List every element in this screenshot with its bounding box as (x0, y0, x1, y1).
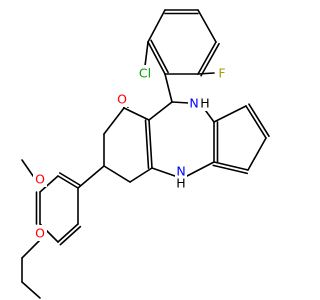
bond-enone-4 (103, 165, 131, 183)
bond-layer (21, 9, 270, 299)
bond-benzo-2-second (248, 103, 270, 137)
bond-aryl-5-second (59, 225, 82, 246)
bond-ch-to-enone (148, 101, 173, 121)
carbonyl-oxygen-label: O (117, 92, 127, 107)
bond-phenyl-top-4 (197, 41, 217, 75)
bond-ethoxy-3 (21, 281, 41, 299)
bond-aryl-1-second (59, 172, 81, 186)
ethoxy-oxygen-label: O (35, 226, 45, 241)
bond-benzo-4-second (212, 164, 248, 175)
ethoxy-oxygen-atom: O (33, 225, 47, 241)
bond-phenyl-top-6 (147, 41, 166, 75)
bond-benzo-2 (245, 105, 267, 139)
bond-ethoxy-1 (21, 239, 41, 259)
bond-aryl-2 (39, 175, 59, 193)
methoxy-oxygen-atom: O (33, 171, 47, 187)
bond-enone-2 (103, 107, 125, 135)
fluorine-label: F (218, 66, 225, 81)
bond-enone-1 (123, 107, 150, 121)
bond-ch-to-nh (171, 101, 190, 104)
chlorine-label: Cl (139, 66, 151, 81)
amine-nh-top: N H (188, 95, 211, 111)
bond-enone-5 (129, 167, 153, 183)
methoxy-oxygen-label: O (35, 172, 45, 187)
bond-ch-to-phenyl (164, 73, 173, 103)
bond-benzo-4 (213, 161, 249, 171)
amine-nh-bottom: N H (175, 164, 187, 191)
molecule-structure: Cl F O N H N H O O (21, 9, 270, 299)
carbonyl-oxygen-atom: O (115, 91, 129, 107)
bond-phenyl-top-6-second (150, 39, 169, 74)
fluorine-atom: F (216, 65, 228, 81)
atom-label-layer: Cl F O N H N H O O (33, 65, 228, 241)
bond-to-chlorine (144, 41, 149, 67)
bond-aryl-1 (57, 175, 79, 189)
bond-phenyl-top-1 (147, 9, 166, 43)
bond-to-aryl (77, 165, 105, 189)
bond-phenyl-top-3 (197, 9, 217, 43)
bond-nh-bottom-to-benzo (186, 161, 215, 177)
bond-aryl-5 (57, 223, 79, 243)
bond-benzo-3 (247, 137, 267, 171)
bond-phenyl-top-4-second (200, 42, 220, 77)
bond-to-nh-bottom (151, 167, 176, 177)
bond-to-fluorine (197, 72, 215, 75)
bond-enone-6-second (144, 119, 150, 170)
nitrogen-bottom-label: N (176, 164, 185, 179)
bond-enone-6 (148, 119, 153, 169)
nitrogen-top-label: N (189, 96, 198, 111)
hydrogen-bottom-label: H (176, 176, 185, 191)
hydrogen-top-label: H (200, 96, 209, 111)
chlorine-atom: Cl (135, 65, 154, 81)
bond-benzo-1 (213, 105, 247, 123)
